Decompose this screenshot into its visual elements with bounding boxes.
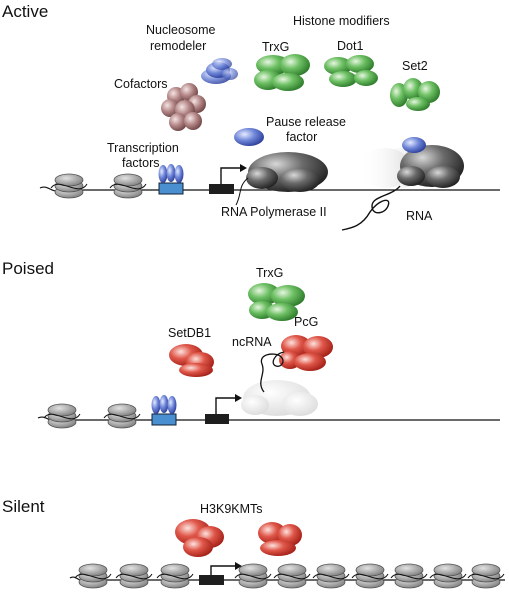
tss-arrow-silent (210, 565, 235, 575)
nucleosome-silent-6 (312, 563, 350, 589)
tss-arrowhead-poised (235, 394, 242, 402)
nucleosome-poised-1 (43, 403, 81, 429)
tf-binding-site-active (158, 182, 184, 195)
nucleosome-silent-2 (115, 563, 153, 589)
dot1-icon (324, 55, 378, 87)
label-trxg-active: TrxG (262, 40, 289, 54)
label-trxg-poised: TrxG (256, 266, 283, 280)
promoter-box-silent (199, 575, 224, 585)
nucleosome-active-1 (50, 173, 88, 199)
nucleosome-silent-9 (429, 563, 467, 589)
nucleosome-silent-7 (351, 563, 389, 589)
tf-binding-site-poised (151, 413, 177, 426)
setdb1-icon (169, 344, 214, 377)
section-silent: Silent (2, 497, 505, 589)
label-pcg: PcG (294, 315, 318, 329)
label-dot1: Dot1 (337, 39, 363, 53)
tss-arrowhead-active (240, 164, 247, 172)
label-setdb1: SetDB1 (168, 326, 211, 340)
label-transcription-factors-2: factors (122, 156, 160, 170)
label-rna: RNA (406, 209, 433, 223)
section-title-poised: Poised (2, 259, 54, 278)
label-nucleosome-remodeler-2: remodeler (150, 39, 206, 53)
h3k9kmt-icon-2 (258, 522, 302, 556)
nucleosome-silent-3 (156, 563, 194, 589)
nucleosome-silent-10 (467, 563, 505, 589)
nucleosome-active-2 (109, 173, 147, 199)
pause-release-factor-elongating (402, 137, 426, 153)
rna-polymerase-elongating (359, 145, 464, 188)
section-title-active: Active (2, 2, 48, 21)
section-poised: Poised TrxG (2, 259, 500, 429)
label-histone-modifiers: Histone modifiers (293, 14, 390, 28)
tss-arrow-active (220, 167, 240, 184)
nucleosome-silent-8 (390, 563, 428, 589)
nucleosome-silent-4 (234, 563, 272, 589)
label-nucleosome-remodeler-1: Nucleosome (146, 23, 216, 37)
transcription-factor-proteins-poised (151, 395, 177, 414)
promoter-box-poised (205, 414, 229, 424)
section-title-silent: Silent (2, 497, 45, 516)
label-cofactors: Cofactors (114, 77, 168, 91)
rna-polymerase-pointer (235, 177, 249, 206)
label-set2: Set2 (402, 59, 428, 73)
nucleosome-remodeler-icon (201, 58, 238, 84)
trxg-poised-icon (248, 283, 305, 321)
trxg-active-icon (254, 54, 310, 91)
section-active: Active (2, 2, 500, 231)
label-h3k9kmts: H3K9KMTs (200, 502, 263, 516)
label-rna-polymerase: RNA Polymerase II (221, 205, 327, 219)
rna-transcript (341, 185, 401, 231)
pause-release-factor-icon (234, 128, 264, 146)
pcg-icon (279, 335, 333, 371)
ncrna-strand (260, 351, 285, 393)
promoter-box-active (209, 184, 234, 194)
transcription-factor-proteins-active (158, 164, 184, 183)
label-ncrna: ncRNA (232, 335, 272, 349)
label-pause-release-2: factor (286, 130, 317, 144)
tss-arrowhead-silent (235, 562, 242, 570)
dna-strand-poised (37, 416, 500, 422)
label-pause-release-1: Pause release (266, 115, 346, 129)
label-transcription-factors-1: Transcription (107, 141, 179, 155)
cofactors-icon (161, 83, 206, 131)
rna-polymerase-paused (246, 152, 328, 192)
set2-icon (390, 78, 440, 111)
tss-arrow-poised (215, 397, 235, 414)
nucleosome-silent-5 (273, 563, 311, 589)
rna-polymerase-poised-ghost (241, 380, 318, 416)
h3k9kmt-icon-1 (175, 519, 224, 557)
nucleosome-silent-1 (74, 563, 112, 589)
nucleosome-poised-2 (103, 403, 141, 429)
